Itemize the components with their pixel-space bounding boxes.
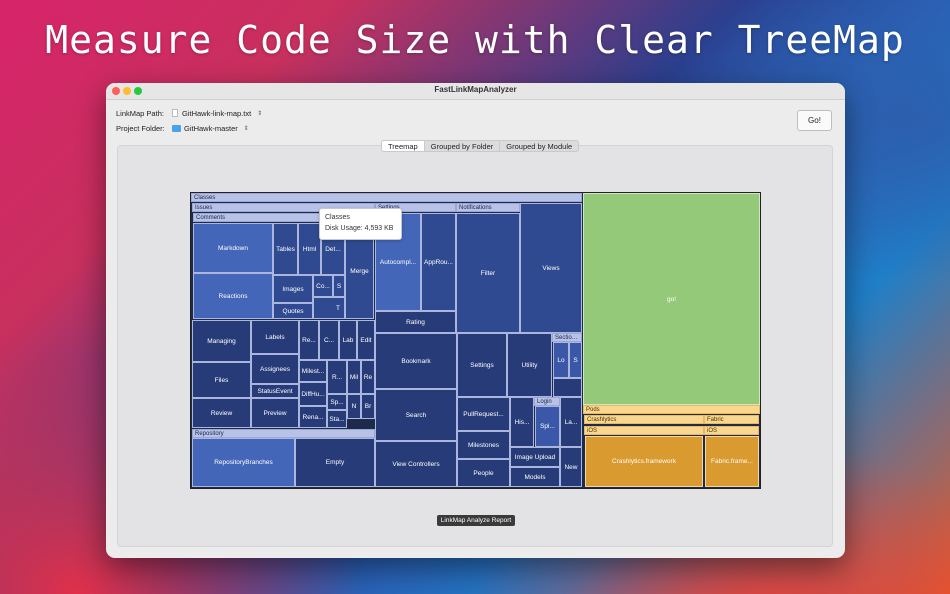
treemap-cell[interactable]: AppRou... [421,213,456,311]
treemap-cell[interactable]: Reactions [193,273,273,319]
treemap-cell[interactable]: T [313,297,345,319]
treemap-cell[interactable]: S [569,342,582,378]
treemap-tooltip: Classes Disk Usage: 4,593 KB [319,208,402,240]
title-bar: FastLinkMapAnalyzer [106,83,845,100]
treemap-cell[interactable]: Tables [273,223,298,275]
linkmap-report-button[interactable]: LinkMap Analyze Report [437,515,515,526]
treemap-group-crashlytics[interactable]: Crashlytics [584,415,704,424]
treemap-cell[interactable]: Filter [456,213,520,333]
headline: Measure Code Size with Clear TreeMap [45,18,905,62]
zoom-button[interactable] [134,87,142,95]
treemap-cell[interactable]: New [560,447,582,487]
treemap-cell[interactable]: Re... [299,320,319,360]
treemap-cell[interactable]: Sta... [327,410,347,428]
treemap-cell[interactable]: People [457,459,510,487]
treemap-cell[interactable]: Edit [357,320,375,360]
treemap-cell[interactable]: C... [319,320,339,360]
treemap-cell[interactable]: S [333,275,345,297]
treemap-group-issues[interactable]: Issues [192,203,375,212]
linkmap-path-label: LinkMap Path: [116,109,164,118]
chevron-updown-icon: ⇕ [243,125,249,132]
treemap-cell[interactable]: His... [510,397,534,447]
treemap-group-section[interactable]: Sectio… [552,333,582,342]
treemap-cell[interactable]: N [347,394,361,419]
folder-icon [172,124,181,132]
treemap-cell[interactable]: Image Upload [510,447,560,467]
view-tabs: Treemap Grouped by Folder Grouped by Mod… [381,140,580,152]
treemap-group-ios[interactable]: iOS [704,426,759,435]
treemap-cell[interactable]: Views [520,203,582,333]
treemap-cell[interactable]: View Controllers [375,441,457,487]
project-folder-label: Project Folder: [116,124,165,133]
treemap-cell[interactable]: Settings [457,333,507,397]
treemap-cell[interactable]: Crashlytics.framework [585,436,703,487]
treemap-cell[interactable]: Bookmark [375,333,457,389]
linkmap-path-value: GitHawk-link-map.txt [182,108,252,118]
treemap-cell[interactable]: Co... [313,275,333,297]
tab-grouped-by-module[interactable]: Grouped by Module [500,140,580,152]
treemap-group-ios[interactable]: iOS [584,426,704,435]
treemap-cell[interactable]: PullRequest... [457,397,510,431]
treemap-cell[interactable]: Milest... [299,360,327,382]
treemap-group-notifications[interactable]: Notifications [456,203,520,212]
treemap-cell[interactable]: Rating [375,311,456,333]
treemap-cell[interactable]: Re [361,360,375,394]
treemap-group-repository[interactable]: Repository [192,429,375,438]
treemap-cell[interactable]: RepositoryBranches [192,438,295,487]
treemap-group-classes[interactable]: Classes [191,193,582,202]
treemap-cell-go[interactable]: go! [583,193,760,405]
treemap-cell[interactable]: Quotes [273,303,313,319]
app-window: FastLinkMapAnalyzer LinkMap Path: GitHaw… [106,83,845,558]
treemap-cell[interactable]: Br [361,394,375,419]
treemap-group-pods[interactable]: Pods [583,405,760,414]
file-icon [172,109,178,117]
treemap-cell[interactable]: Milestones [457,431,510,459]
treemap-cell[interactable]: Fabric.frame... [705,436,759,487]
minimize-button[interactable] [123,87,131,95]
treemap[interactable]: Classes Issues Comments Settings Notific… [190,192,761,489]
tab-treemap[interactable]: Treemap [381,140,425,152]
treemap-cell[interactable]: Labels [251,320,299,354]
treemap-cell[interactable]: Images [273,275,313,303]
treemap-cell[interactable]: Review [192,398,251,428]
treemap-cell[interactable]: Mil [347,360,361,394]
treemap-cell[interactable]: Spl... [535,406,560,447]
treemap-cell[interactable]: Html [298,223,321,275]
go-button[interactable]: Go! [797,110,832,131]
treemap-cell[interactable]: DiffHu... [299,382,327,406]
treemap-group-login[interactable]: Login [534,397,560,406]
tooltip-detail: Disk Usage: 4,593 KB [325,225,394,232]
project-folder-value: GitHawk-master [184,123,238,133]
treemap-cell[interactable]: Sp... [327,394,347,410]
close-button[interactable] [112,87,120,95]
treemap-cell[interactable] [553,378,582,397]
treemap-cell[interactable]: Search [375,389,457,441]
project-folder-popup[interactable]: GitHawk-master ⇕ [172,122,249,134]
tooltip-title: Classes [325,214,350,221]
treemap-cell[interactable]: Lo [553,342,569,378]
treemap-cell[interactable]: Preview [251,398,299,428]
chevron-updown-icon: ⇕ [257,110,263,117]
window-title: FastLinkMapAnalyzer [434,85,517,94]
linkmap-path-popup[interactable]: GitHawk-link-map.txt ⇕ [172,107,262,119]
tab-grouped-by-folder[interactable]: Grouped by Folder [424,140,501,152]
treemap-cell[interactable]: La... [560,397,582,447]
treemap-cell[interactable]: Managing [192,320,251,362]
treemap-cell[interactable]: Files [192,362,251,398]
treemap-cell[interactable]: Models [510,467,560,487]
treemap-cell[interactable]: Empty [295,438,375,487]
treemap-cell[interactable]: Rena... [299,406,327,428]
treemap-cell[interactable]: Lab [339,320,357,360]
treemap-group-fabric[interactable]: Fabric [704,415,759,424]
treemap-cell[interactable]: Utility [507,333,552,397]
treemap-cell[interactable]: Assignees [251,354,299,384]
treemap-cell[interactable]: StatusEvent [251,384,299,398]
treemap-cell[interactable]: R... [327,360,347,394]
treemap-cell[interactable]: Markdown [193,223,273,273]
